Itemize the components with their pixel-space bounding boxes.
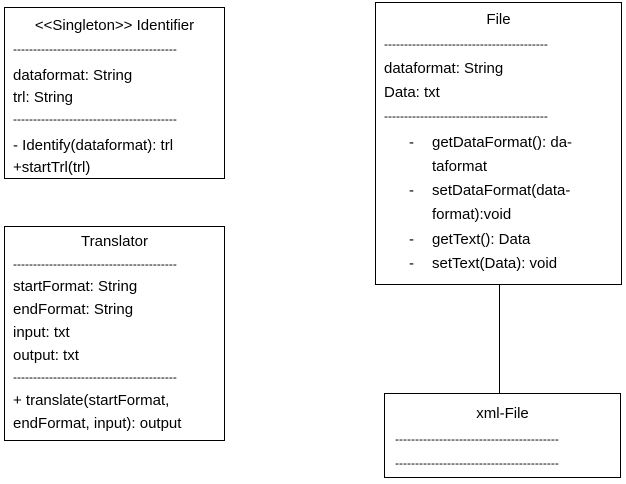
separator: ----------------------------------------… (395, 456, 559, 470)
method: endFormat, input): output (13, 415, 182, 432)
attribute: endFormat: String (13, 301, 134, 318)
method-continuation: format):void (432, 206, 512, 223)
class-title: File (486, 11, 511, 28)
attribute: startFormat: String (13, 278, 138, 295)
attribute: output: txt (13, 347, 79, 364)
method: getDataFormat(): da- (432, 134, 573, 151)
attribute: Data: txt (384, 84, 440, 101)
method: getText(): Data (432, 231, 531, 248)
separator: ----------------------------------------… (395, 432, 559, 446)
separator: ----------------------------------------… (384, 109, 548, 123)
association-line (499, 284, 500, 394)
class-title: xml-File (476, 405, 529, 422)
attribute: input: txt (13, 324, 70, 341)
separator: ----------------------------------------… (13, 112, 177, 126)
attribute: trl: String (13, 89, 74, 106)
bullet: - (409, 255, 414, 272)
bullet: - (409, 231, 414, 248)
separator: ----------------------------------------… (13, 42, 177, 56)
method: +startTrl(trl) (13, 159, 91, 176)
class-title: <<Singleton>> Identifier (34, 17, 195, 34)
separator: ----------------------------------------… (384, 37, 548, 51)
method-continuation: taformat (432, 158, 488, 175)
attribute: dataformat: String (384, 60, 504, 77)
bullet: - (409, 182, 414, 199)
class-file: File -----------------------------------… (375, 2, 622, 285)
method: - Identify(dataformat): trl (13, 137, 174, 154)
class-xml-file: xml-File -------------------------------… (384, 393, 621, 478)
separator: ----------------------------------------… (13, 370, 177, 384)
bullet: - (409, 134, 414, 151)
method: + translate(startFormat, (13, 392, 170, 409)
attribute: dataformat: String (13, 67, 133, 84)
class-identifier: <<Singleton>> Identifier ---------------… (4, 7, 225, 179)
class-translator: Translator -----------------------------… (4, 226, 225, 441)
method: setText(Data): void (432, 255, 558, 272)
separator: ----------------------------------------… (13, 257, 177, 271)
class-title: Translator (81, 233, 148, 250)
method: setDataFormat(data- (432, 182, 571, 199)
